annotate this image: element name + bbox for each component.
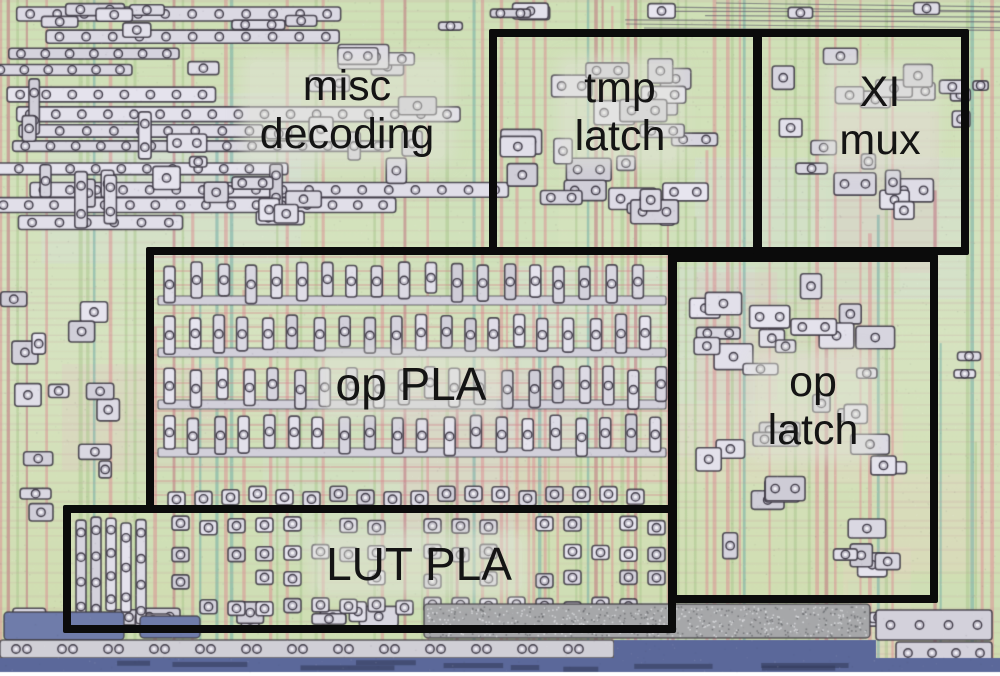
region-label-op-latch: op latch (757, 358, 869, 454)
label-line: latch (767, 406, 859, 454)
label-line: mux (839, 116, 921, 164)
region-label-misc-decoding: misc decoding (249, 62, 445, 158)
label-line: misc (302, 62, 392, 110)
region-label-tmp-latch: tmp latch (564, 64, 676, 160)
label-line: LUT PLA (326, 538, 512, 590)
label-line: latch (574, 112, 666, 160)
region-label-op-pla: op PLA (325, 358, 497, 410)
label-line: op (789, 358, 837, 406)
label-line: op PLA (335, 358, 487, 410)
region-label-lut-pla: LUT PLA (316, 538, 522, 590)
label-line: XI (859, 68, 901, 116)
label-line: tmp (584, 64, 656, 112)
label-line: decoding (259, 110, 435, 158)
region-label-xi-mux: XI mux (829, 68, 931, 164)
